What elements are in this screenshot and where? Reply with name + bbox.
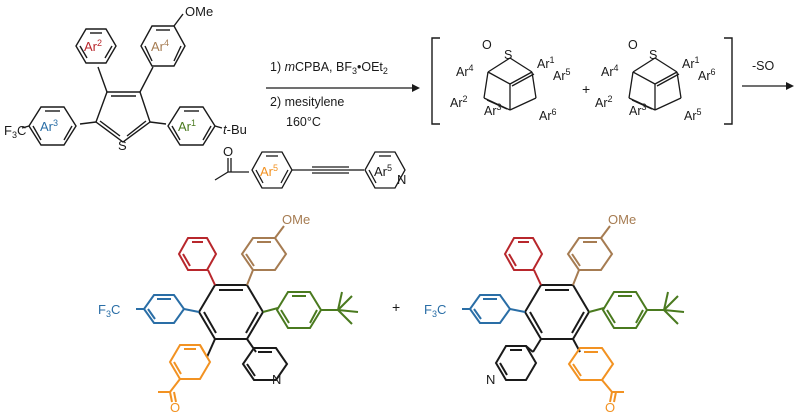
reactant-labels: OMe S F3C t-Bu Ar2 Ar4 Ar3 Ar1 <box>4 4 247 153</box>
intermediate-1-ar6: Ar6 <box>539 107 557 123</box>
intermediate-2-ar2: Ar2 <box>595 94 613 110</box>
product-2-ar1-ring <box>588 291 685 329</box>
intermediate-2-o: O <box>628 38 638 52</box>
intermediate-2-ar3: Ar3 <box>629 102 647 118</box>
product-1 <box>136 225 359 403</box>
product-1-labels: OMe F3C O N <box>98 212 310 415</box>
product-1-ar4-ring <box>240 225 288 286</box>
product-2-labels: OMe F3C N O <box>424 212 636 415</box>
alkyne-dienophile <box>214 151 406 189</box>
pyridine-n-label: N <box>397 172 406 187</box>
tbu-label: t-Bu <box>223 122 247 137</box>
product-1-ar2-ring <box>177 237 218 286</box>
product-2-ome: OMe <box>608 212 636 227</box>
intermediate-1-ar1: Ar1 <box>537 55 555 71</box>
ar3-label: Ar3 <box>40 118 58 134</box>
product-1-ar3-ring <box>136 294 200 324</box>
intermediate-2-ar1: Ar1 <box>682 55 700 71</box>
cf3-label: F3C <box>4 123 26 140</box>
product-2-pyridine-n: N <box>486 372 495 387</box>
alkyne-labels: O Ar5 Ar5 N <box>223 144 406 187</box>
product-1-pyridine-ring <box>241 347 289 381</box>
product-1-core-ring <box>197 284 265 358</box>
product-2 <box>462 225 685 403</box>
intermediate-2-ar6: Ar6 <box>698 67 716 83</box>
intermediate-2-ar5: Ar5 <box>684 107 702 123</box>
intermediate-1-ar4: Ar4 <box>456 63 474 79</box>
reactant-thiophene <box>21 13 223 146</box>
intermediate-brackets <box>431 37 733 125</box>
intermediate-2-s: S <box>649 48 657 62</box>
product-2-ar3-ring <box>462 294 526 324</box>
product-1-ome: OMe <box>282 212 310 227</box>
reaction-arrow-2 <box>742 82 794 90</box>
product-2-ar4-ring <box>566 225 614 286</box>
product-2-pyridine-ring <box>494 345 538 381</box>
intermediate-plus: + <box>582 81 590 97</box>
condition-step-1: 1) mCPBA, BF3•OEt2 <box>270 60 388 76</box>
reaction-conditions: 1) mCPBA, BF3•OEt2 2) mesitylene 160°C <box>270 60 388 129</box>
reaction-arrow-1 <box>266 84 420 92</box>
so-extrusion-label: -SO <box>752 59 775 73</box>
thiophene-ring <box>95 91 151 143</box>
intermediate-1-o: O <box>482 38 492 52</box>
alkyne-ketone-o: O <box>223 144 233 159</box>
product-2-core-ring <box>523 284 591 353</box>
product-1-ketone-o: O <box>170 400 180 415</box>
product-1-cf3: F3C <box>98 302 120 319</box>
intermediate-1-ar5: Ar5 <box>553 67 571 83</box>
intermediate-2 <box>628 57 682 111</box>
thiophene-sulfur-label: S <box>118 138 127 153</box>
ar2-ring <box>75 28 117 64</box>
product-2-ketone-o: O <box>605 400 615 415</box>
ar5-ring-left <box>251 151 293 189</box>
ar5-label-right: Ar5 <box>374 163 392 179</box>
ome-label: OMe <box>185 4 213 19</box>
intermediate-1-s: S <box>504 48 512 62</box>
ar4-label: Ar4 <box>151 38 169 54</box>
intermediate-1 <box>483 57 537 111</box>
product-plus: + <box>392 299 400 315</box>
condition-temperature: 160°C <box>286 115 321 129</box>
intermediate-1-ar2: Ar2 <box>450 94 468 110</box>
intermediate-2-ar4: Ar4 <box>601 63 619 79</box>
ar1-ring <box>167 106 216 146</box>
ar5-label-left: Ar5 <box>260 163 278 179</box>
ar5-ring-right <box>364 151 406 189</box>
product-2-ar5-ring <box>567 347 624 403</box>
product-2-ar2-ring <box>503 237 544 286</box>
product-1-ar5-ring <box>158 344 212 403</box>
condition-step-2: 2) mesitylene <box>270 95 344 109</box>
product-1-pyridine-n: N <box>272 372 281 387</box>
ar2-label: Ar2 <box>84 38 102 54</box>
intermediate-labels: O S Ar4 Ar1 Ar5 Ar2 Ar3 Ar6 + O S Ar4 Ar… <box>450 38 716 123</box>
product-1-ar1-ring <box>262 291 359 329</box>
intermediate-1-ar3: Ar3 <box>484 102 502 118</box>
product-2-cf3: F3C <box>424 302 446 319</box>
ar1-label: Ar1 <box>178 118 196 134</box>
